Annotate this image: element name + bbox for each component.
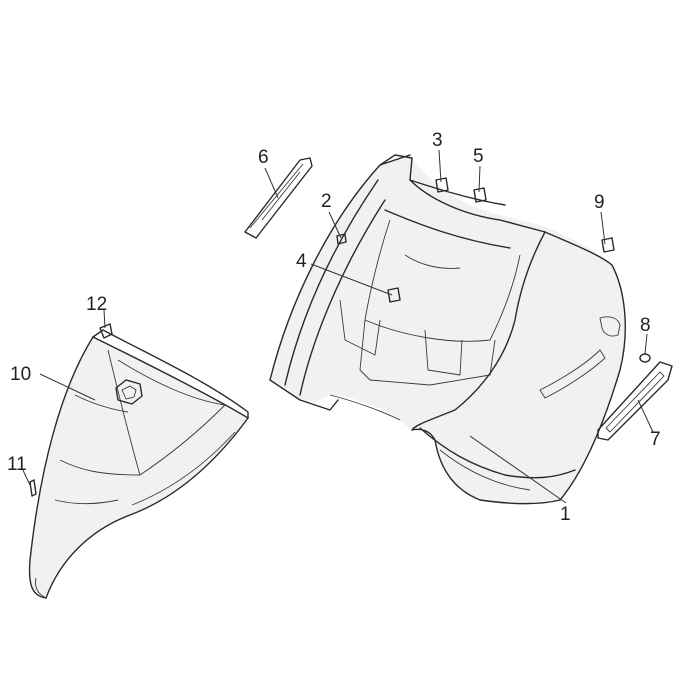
clip-part-9 [601, 237, 615, 253]
rail-part-6 [244, 157, 313, 239]
callout-3: 3 [432, 130, 443, 151]
clip-part-4 [387, 287, 401, 303]
callout-11: 11 [7, 454, 27, 475]
leader-5 [478, 165, 481, 193]
leader-9 [600, 211, 606, 245]
grommet-part-8 [639, 353, 651, 363]
callout-10: 10 [10, 364, 31, 385]
clip-part-12 [99, 323, 113, 339]
callout-4: 4 [296, 251, 307, 272]
callout-9: 9 [594, 192, 605, 213]
leader-7 [637, 399, 654, 433]
callout-6: 6 [258, 147, 269, 168]
leader-8 [644, 333, 648, 355]
leader-11 [20, 465, 31, 486]
leader-2 [328, 211, 342, 239]
bezel-part-7 [597, 361, 673, 441]
leader-lines [20, 149, 654, 504]
leader-4 [310, 263, 393, 296]
callout-5: 5 [473, 146, 484, 167]
callout-7: 7 [650, 429, 661, 450]
leader-6 [264, 167, 279, 199]
callout-12: 12 [86, 294, 107, 315]
clip-part-5 [473, 187, 487, 203]
callout-2: 2 [321, 191, 332, 212]
rear-body-part [269, 154, 626, 505]
clip-part-3 [435, 177, 449, 193]
callout-1: 1 [560, 504, 571, 525]
callout-8: 8 [640, 315, 651, 336]
leader-12 [103, 309, 106, 329]
leader-1 [469, 435, 567, 504]
leader-3 [438, 149, 442, 183]
screw-part-2 [336, 233, 347, 245]
leader-10 [39, 373, 96, 401]
front-shield-part [28, 329, 249, 599]
callout-labels: 1 2 3 4 5 6 7 8 9 10 11 12 [7, 130, 661, 525]
screw-part-11 [29, 479, 37, 497]
